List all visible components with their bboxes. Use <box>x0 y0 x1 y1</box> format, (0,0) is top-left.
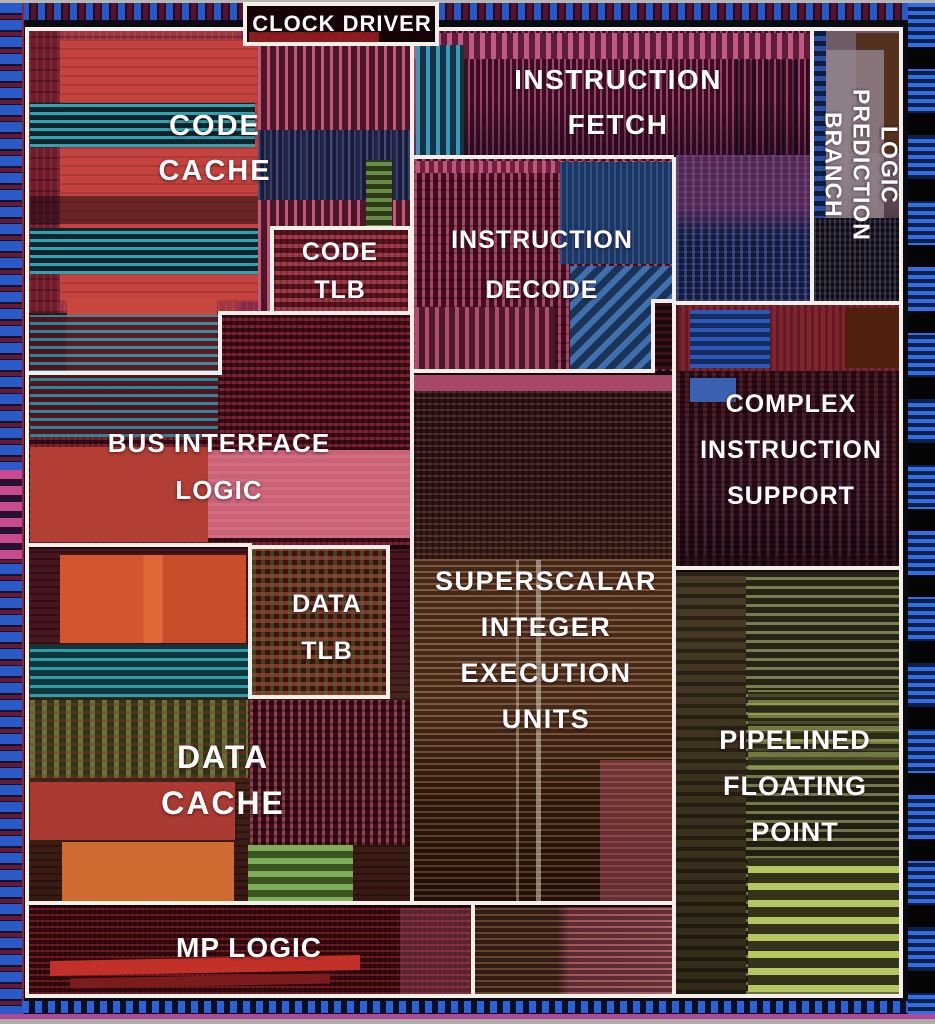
label-superscalar: SUPERSCALAR INTEGER EXECUTION UNITS <box>434 566 658 734</box>
label-clock-driver: CLOCK DRIVER <box>252 11 432 36</box>
label-pipelined-floating-point: PIPELINED FLOATING POINT <box>719 725 871 847</box>
texture-patch <box>560 162 672 264</box>
die-outline <box>25 27 903 998</box>
texture-patch <box>414 375 672 391</box>
label-bus-interface-logic: BUS INTERFACE LOGIC <box>107 428 331 505</box>
texture-patch <box>845 308 899 368</box>
texture-patch <box>30 782 235 840</box>
partition-line <box>672 157 676 998</box>
data-tlb-box <box>248 545 390 699</box>
texture-patch <box>60 555 246 643</box>
partition-line <box>651 299 655 373</box>
partition-line <box>471 905 475 998</box>
partition-line <box>25 371 222 375</box>
texture-patch <box>248 845 353 903</box>
texture-patch <box>686 420 892 555</box>
bond-pads-top <box>22 3 908 20</box>
partition-line <box>25 543 252 547</box>
label-code-tlb: CODE TLB <box>301 238 379 304</box>
texture-patch <box>516 560 519 903</box>
texture-patch <box>30 103 255 147</box>
label-mp-logic: MP LOGIC <box>176 932 322 963</box>
label-data-tlb: DATA TLB <box>292 590 362 665</box>
region-instruction-fetch-right <box>676 155 810 301</box>
label-instruction-decode: INSTRUCTION DECODE <box>451 226 633 304</box>
label-code-cache: CODE CACHE <box>158 110 272 187</box>
partition-line <box>674 301 903 305</box>
texture-patch <box>826 50 884 218</box>
partition-line <box>218 311 222 375</box>
texture-patch <box>736 60 808 155</box>
photo-edge-bottom-gray <box>0 1019 935 1024</box>
texture-patch <box>30 315 218 437</box>
texture-patch <box>814 218 900 301</box>
code-tlb-box <box>270 226 412 315</box>
bond-pads-bottom <box>22 1001 908 1013</box>
texture-patch <box>30 447 208 542</box>
texture-patch <box>415 307 555 369</box>
texture-patch <box>250 700 410 845</box>
photo-edge-top <box>0 0 935 3</box>
bond-pads-right <box>908 3 935 1024</box>
partition-line <box>412 155 674 159</box>
texture-patch <box>400 908 471 994</box>
texture-patch <box>414 391 672 559</box>
texture-patch <box>600 760 672 903</box>
texture-patch <box>655 303 672 369</box>
texture-patch <box>748 690 899 770</box>
partition-line <box>810 27 814 305</box>
region-superscalar <box>414 375 672 903</box>
texture-patch <box>690 378 736 402</box>
texture-patch <box>414 33 810 59</box>
photo-edge-bottom-magenta <box>0 1014 935 1019</box>
partition-line <box>651 299 676 303</box>
partition-line <box>412 369 655 373</box>
texture-patch <box>690 310 770 368</box>
texture-patch <box>30 645 248 697</box>
texture-patch <box>62 842 234 902</box>
texture-patch <box>205 450 410 538</box>
partition-line <box>25 901 676 905</box>
texture-patch <box>30 228 260 274</box>
texture-patch <box>748 858 899 992</box>
texture-patch <box>416 45 464 155</box>
texture-patch <box>536 560 541 903</box>
partition-line <box>674 566 903 570</box>
texture-patch <box>249 32 379 42</box>
region-below-superscalar <box>473 907 674 994</box>
partition-line <box>410 27 414 905</box>
label-instruction-fetch: INSTRUCTION FETCH <box>514 64 722 140</box>
texture-patch <box>30 700 248 778</box>
bond-pads-left-pink <box>0 470 22 560</box>
texture-patch <box>676 572 746 994</box>
label-complex-instruction-support: COMPLEX INSTRUCTION SUPPORT <box>700 390 882 510</box>
label-data-cache: DATA CACHE <box>161 739 285 821</box>
texture-patch <box>30 196 258 224</box>
label-branch-prediction: BRANCH PREDICTION LOGIC <box>820 89 903 241</box>
